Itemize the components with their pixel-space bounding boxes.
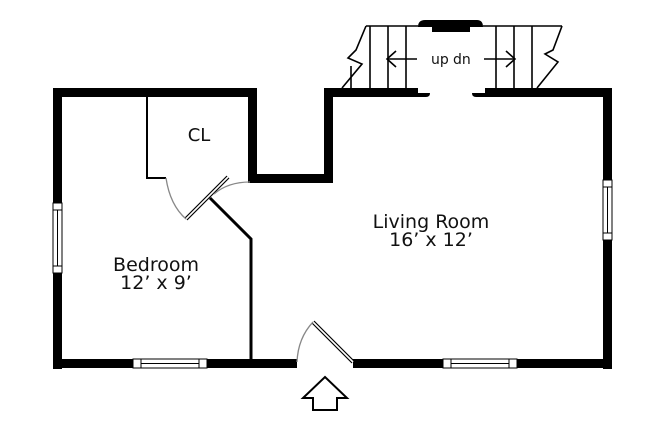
window-bottom-bedroom [132,358,208,369]
stairs-up-label: up [431,52,449,68]
bedroom-partition [208,196,253,359]
room-size-bedroom: 12’ x 9’ [120,272,192,294]
walls [53,88,612,369]
entry-arrow-icon[interactable] [300,375,350,411]
stairs-down [483,25,563,89]
stairs-up [341,25,418,89]
wall-top-living-left [324,88,430,97]
stair-landing [418,20,483,32]
wall-bedroom-notch-vertical [248,88,257,183]
room-name-living-room: Living Room [373,211,490,233]
stairs-down-label: dn [453,52,471,68]
closet-door [165,175,251,221]
room-name-closet: CL [188,125,211,146]
wall-living-notch-vertical [324,88,333,183]
entry-door [296,320,355,364]
room-size-living-room: 16’ x 12’ [389,229,473,251]
window-left [52,202,63,274]
wall-notch-horizontal [248,174,333,183]
window-right [602,179,613,241]
labels: up dn Living Room 16’ x 12’ Bedroom 12’ … [113,52,489,294]
window-bottom-living [442,358,518,369]
room-name-bedroom: Bedroom [113,254,199,276]
wall-top-living-right [472,88,612,97]
windows [52,179,613,369]
stairs [341,20,563,89]
interior-partitions [146,97,253,359]
closet-wall [146,97,166,179]
doors [165,175,355,411]
wall-top-bedroom [53,88,257,97]
